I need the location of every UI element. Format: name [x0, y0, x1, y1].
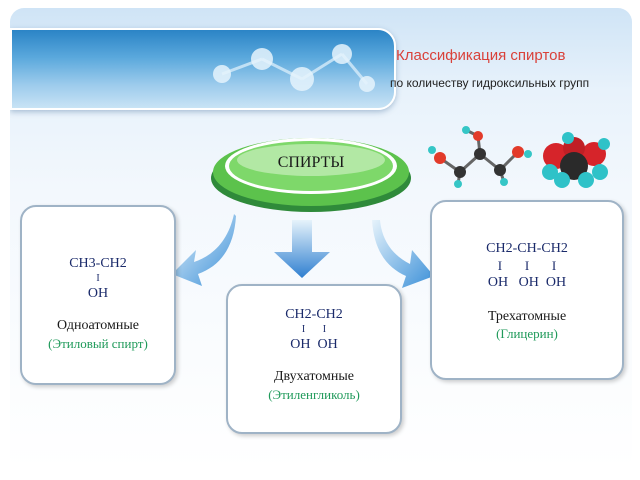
glycerol-space-fill-icon	[542, 132, 610, 188]
formula-line-1: CH2-CH2	[285, 307, 343, 322]
monohydric-box: CH3-CH2 I OH Одноатомные (Этиловый спирт…	[20, 205, 176, 385]
formula-line-2: OH OH	[290, 337, 338, 353]
central-label: СПИРТЫ	[277, 154, 345, 171]
formula-bonds: I	[96, 273, 100, 285]
alcohol-example: (Глицерин)	[496, 326, 558, 342]
arrow-left-icon	[172, 214, 236, 286]
header-banner	[10, 28, 396, 110]
alcohol-example: (Этиленгликоль)	[268, 386, 360, 402]
alcohol-type-name: Трехатомные	[487, 308, 567, 324]
central-oval: СПИРТЫ	[208, 128, 414, 216]
arrow-right-icon	[372, 220, 434, 288]
oval-shape	[211, 138, 411, 212]
formula-bonds: I I I	[497, 258, 557, 274]
formula-bonds: I I	[301, 324, 327, 336]
formula-line-1: CH2-CH-CH2	[486, 241, 568, 256]
alcohol-type-name: Одноатомные	[56, 318, 140, 334]
slide-subtitle: по количеству гидроксильных групп	[390, 76, 590, 90]
formula-line-1: CH3-CH2	[69, 256, 127, 271]
formula-line-2: OH	[87, 286, 109, 302]
slide-title: Классификация спиртов	[396, 47, 566, 64]
alcohol-type-name: Двухатомные	[274, 369, 354, 385]
arrow-down-icon	[274, 220, 330, 278]
formula-line-2: OH OH OH	[487, 274, 567, 290]
molecule-banner-icon	[213, 44, 375, 92]
dihydric-box: CH2-CH2 I I OH OH Двухатомные (Этиленгли…	[226, 284, 402, 434]
trihydric-box: CH2-CH-CH2 I I I OH OH OH Трехатомные (Г…	[430, 200, 624, 380]
glycerol-ball-stick-icon	[428, 126, 532, 188]
alcohol-example: (Этиловый спирт)	[48, 335, 148, 351]
